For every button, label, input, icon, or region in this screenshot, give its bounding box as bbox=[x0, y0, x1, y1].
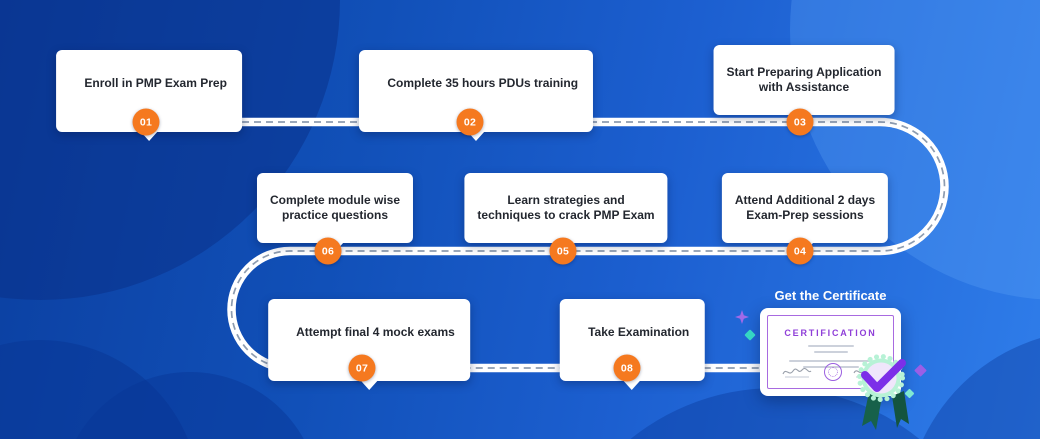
step-3-marker: 03 bbox=[786, 108, 814, 136]
bubble-pointer bbox=[466, 131, 485, 141]
step-8-label-bubble: Take Examination bbox=[559, 299, 705, 390]
step-6-label: Complete module wise practice questions bbox=[269, 193, 401, 222]
step-5-label-bubble: Learn strategies and techniques to crack… bbox=[464, 173, 668, 252]
certificate-seal-icon bbox=[823, 363, 842, 381]
certificate-text-line bbox=[807, 345, 854, 347]
step-7-number: 07 bbox=[355, 362, 369, 374]
certificate-title: CERTIFICATION bbox=[784, 328, 877, 338]
step-4-marker: 04 bbox=[786, 237, 814, 265]
step-4-label: Attend Additional 2 days Exam-Prep sessi… bbox=[734, 193, 876, 222]
step-2-label: Complete 35 hours PDUs training bbox=[387, 76, 579, 90]
step-2-number: 02 bbox=[463, 116, 477, 128]
step-5-number: 05 bbox=[556, 245, 570, 257]
step-4-number: 04 bbox=[793, 245, 807, 257]
step-6-marker: 06 bbox=[314, 237, 342, 265]
step-8-number: 08 bbox=[620, 362, 634, 374]
step-2-marker: 02 bbox=[456, 108, 484, 136]
certificate-seal-inner bbox=[827, 367, 838, 377]
checkmark-ribbon-badge-icon bbox=[857, 354, 909, 430]
signature-left-icon bbox=[782, 367, 812, 378]
step-1-number: 01 bbox=[139, 116, 153, 128]
step-5-marker: 05 bbox=[549, 237, 577, 265]
step-5-label: Learn strategies and techniques to crack… bbox=[477, 193, 655, 222]
step-2-label-bubble: Complete 35 hours PDUs training bbox=[358, 50, 594, 141]
step-3-label: Start Preparing Application with Assista… bbox=[726, 65, 882, 94]
step-1-label: Enroll in PMP Exam Prep bbox=[84, 76, 227, 90]
step-4-label-bubble: Attend Additional 2 days Exam-Prep sessi… bbox=[721, 173, 889, 252]
step-7-marker: 07 bbox=[348, 354, 376, 382]
step-3-number: 03 bbox=[793, 116, 807, 128]
step-7-label: Attempt final 4 mock exams bbox=[296, 325, 455, 339]
certificate-heading: Get the Certificate bbox=[774, 288, 887, 303]
certificate-text-line bbox=[788, 360, 873, 362]
bubble-pointer bbox=[140, 131, 158, 141]
step-8-marker: 08 bbox=[613, 354, 641, 382]
certificate-border: CERTIFICATION bbox=[767, 315, 894, 389]
bubble-pointer bbox=[359, 380, 378, 390]
bubble-pointer bbox=[623, 380, 641, 390]
step-6-label-bubble: Complete module wise practice questions bbox=[256, 173, 414, 252]
step-1-marker: 01 bbox=[132, 108, 160, 136]
certificate-text-line bbox=[813, 351, 848, 353]
step-3-label-bubble: Start Preparing Application with Assista… bbox=[713, 45, 895, 124]
step-8-label: Take Examination bbox=[588, 325, 690, 339]
step-6-number: 06 bbox=[321, 245, 335, 257]
